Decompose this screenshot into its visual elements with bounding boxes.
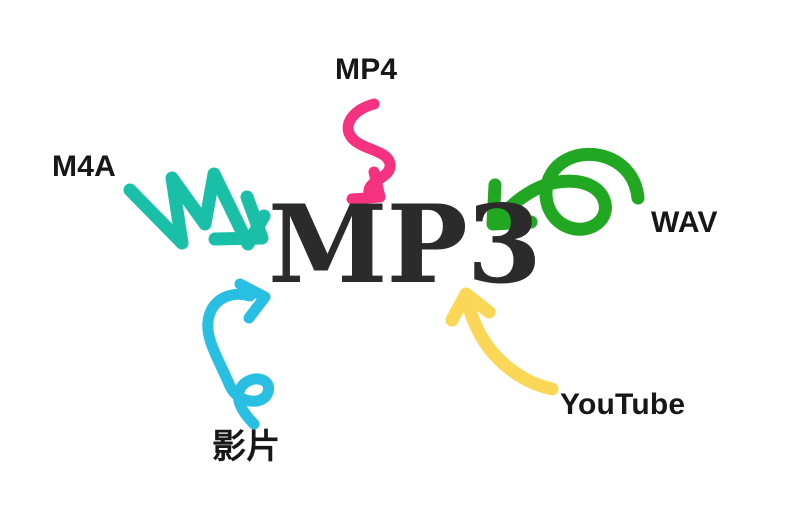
center-title: MP3 (268, 182, 542, 308)
m4a-arrowhead (208, 190, 269, 246)
label-youtube: YouTube (560, 388, 686, 421)
youtube-arrowhead (445, 287, 496, 327)
mp4-arrow (342, 98, 396, 205)
label-video: 影片 (212, 427, 281, 467)
label-m4a: M4A (52, 150, 116, 183)
youtube-arrow (445, 287, 559, 396)
m4a-arrow (123, 167, 271, 251)
label-mp4: MP4 (335, 53, 398, 86)
label-wav: WAV (651, 206, 718, 239)
video-arrowhead (234, 278, 271, 324)
wav-arrow (486, 147, 645, 236)
mp4-arrowhead (346, 166, 386, 205)
video-arrow (202, 278, 274, 430)
wav-arrowhead (486, 178, 538, 231)
